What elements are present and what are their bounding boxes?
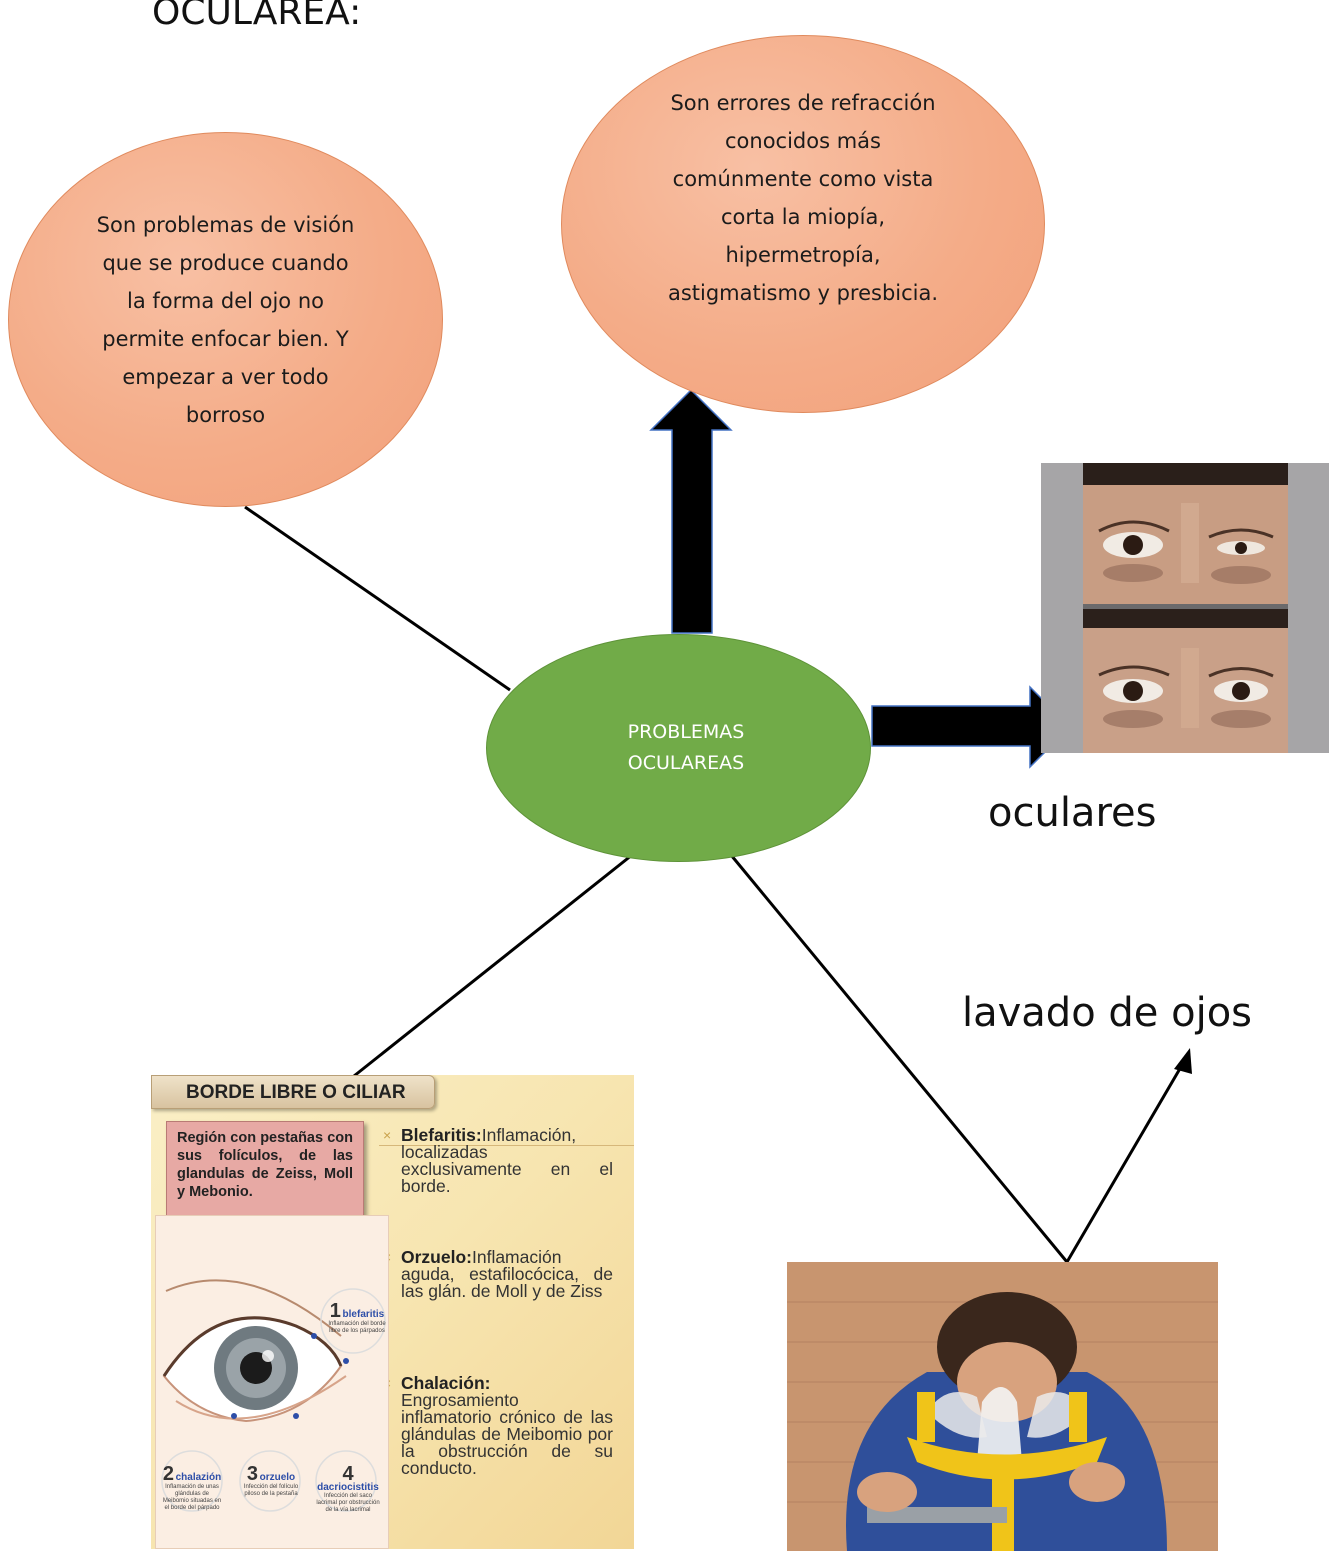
connector-left-bubble — [244, 505, 511, 692]
bullet-term: Blefaritis: — [401, 1125, 482, 1145]
refraction-text: Son errores de refracción conocidos más … — [667, 91, 939, 305]
eye-wash-photo — [787, 1262, 1218, 1551]
bullet-desc: Inflamación, localizadas exclusivamente … — [401, 1125, 613, 1196]
bullet-chalacion: × Chalación: Engrosamiento inflamatorio … — [383, 1373, 613, 1478]
bullet-orzuelo: × Orzuelo:Inflamación aguda, estafilocóc… — [383, 1247, 613, 1301]
connector-wash — [729, 854, 1069, 1263]
bullet-term: Chalación: — [401, 1373, 491, 1393]
slide-divider — [379, 1145, 634, 1146]
eyelid-slide: BORDE LIBRE O CILIAR Región con pestañas… — [151, 1075, 634, 1549]
bullet-marker-icon: × — [383, 1127, 392, 1143]
bullet-term: Orzuelo: — [401, 1247, 472, 1267]
bullet-desc: Engrosamiento inflamatorio crónico de la… — [401, 1390, 613, 1478]
region-description-box: Región con pestañas con sus folículos, d… — [166, 1121, 364, 1216]
definition-text: Son problemas de visión que se produce c… — [96, 212, 355, 427]
definition-bubble: Son problemas de visión que se produce c… — [8, 132, 443, 507]
connector-lavado — [1065, 1059, 1187, 1263]
connector-slide — [353, 853, 633, 1078]
bullet-blefaritis: × Blefaritis:Inflamación, localizadas ex… — [383, 1125, 613, 1196]
eye-drawing — [161, 1279, 386, 1512]
center-node: PROBLEMAS OCULAREAS — [486, 634, 871, 862]
block-arrow-up — [649, 388, 733, 634]
refraction-bubble: Son errores de refracción conocidos más … — [561, 35, 1045, 413]
bullet-desc: Inflamación aguda, estafilocócica, de la… — [401, 1247, 613, 1301]
eyelid-comparison-photo — [1041, 463, 1329, 753]
oculares-label: oculares — [988, 790, 1157, 836]
center-node-label: PROBLEMAS OCULAREAS — [627, 721, 745, 774]
arrowhead-lavado — [1174, 1048, 1192, 1074]
lavado-label: lavado de ojos — [962, 990, 1252, 1036]
page-heading: OCULAREA: — [152, 0, 362, 33]
slide-header: BORDE LIBRE O CILIAR — [151, 1075, 435, 1109]
